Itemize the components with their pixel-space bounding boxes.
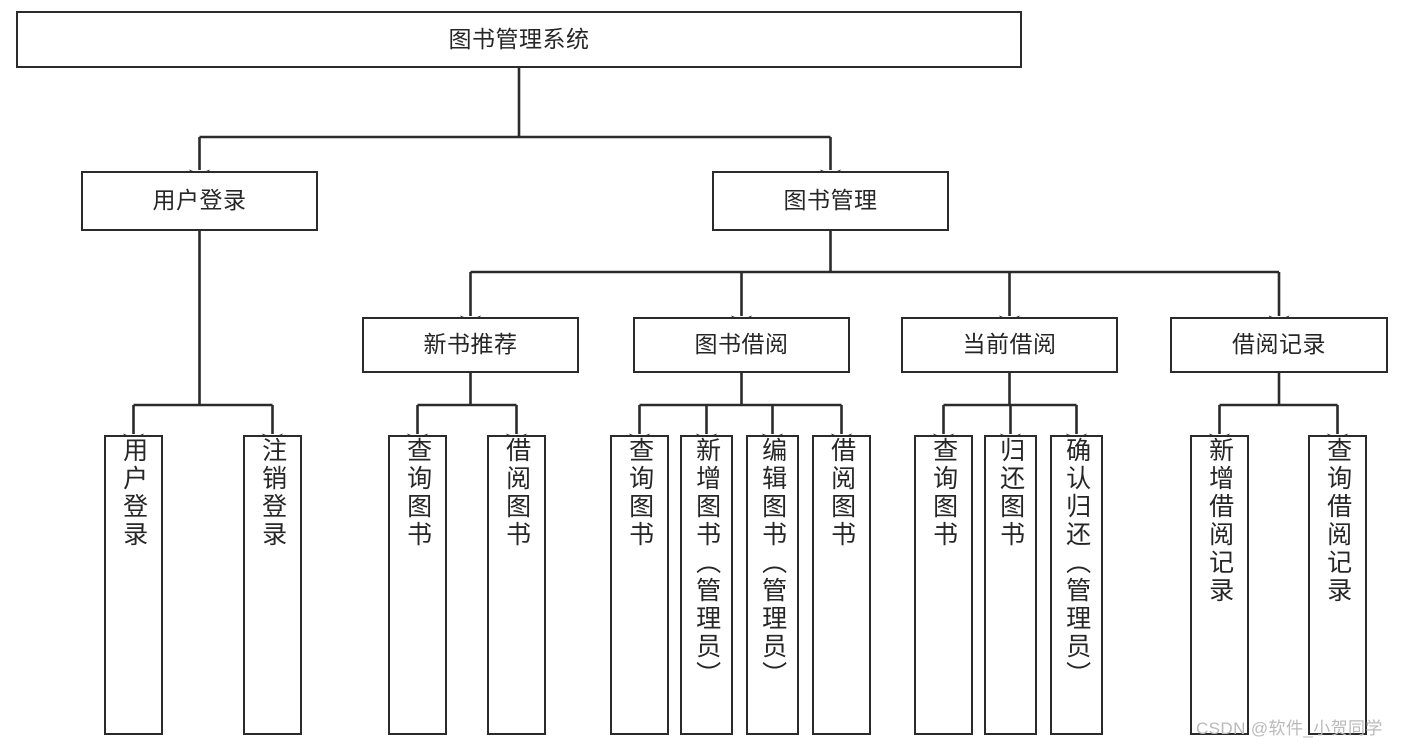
node-label: 确认归还（管理员） [1062,437,1091,689]
node-label: 借阅图书 [827,437,856,549]
node-label: 借阅图书 [502,437,531,549]
node-leaf-0: 用户登录 [104,435,163,735]
node-label: 查询借阅记录 [1323,437,1352,605]
node-leaf-10: 确认归还（管理员） [1050,435,1103,735]
node-leaf-7: 借阅图书 [812,435,871,735]
node-label: 编辑图书（管理员） [758,437,787,689]
node-root: 图书管理系统 [16,11,1022,68]
node-label: 新书推荐 [423,331,518,358]
node-leaf-9: 归还图书 [984,435,1037,735]
node-label: 图书借阅 [694,331,789,358]
node-l1-1: 图书管理 [712,171,949,231]
node-leaf-2: 查询图书 [388,435,447,735]
node-label: 用户登录 [119,437,148,549]
node-leaf-12: 查询借阅记录 [1308,435,1367,735]
node-l2-0: 新书推荐 [362,317,579,373]
node-label: 注销登录 [258,437,287,549]
node-l2-3: 借阅记录 [1170,317,1388,373]
node-l2-1: 图书借阅 [633,317,850,373]
node-label: 查询图书 [625,437,654,549]
node-leaf-11: 新增借阅记录 [1190,435,1249,735]
node-l1-0: 用户登录 [81,171,318,231]
node-label: 查询图书 [403,437,432,549]
node-label: 用户登录 [152,187,247,214]
node-l2-2: 当前借阅 [901,317,1118,373]
node-leaf-1: 注销登录 [243,435,302,735]
node-leaf-8: 查询图书 [914,435,973,735]
node-label: 新增借阅记录 [1205,437,1234,605]
node-label: 新增图书（管理员） [692,437,721,689]
node-label: 当前借阅 [962,331,1057,358]
node-leaf-5: 新增图书（管理员） [680,435,733,735]
node-leaf-6: 编辑图书（管理员） [746,435,799,735]
node-label: 图书管理系统 [448,25,590,52]
node-label: 归还图书 [996,437,1025,549]
node-leaf-3: 借阅图书 [487,435,546,735]
node-leaf-4: 查询图书 [610,435,669,735]
node-label: 图书管理 [783,187,878,214]
csdn-watermark: CSDN @软件_小贺同学 [1196,719,1383,738]
node-label: 查询图书 [929,437,958,549]
node-label: 借阅记录 [1232,331,1326,358]
